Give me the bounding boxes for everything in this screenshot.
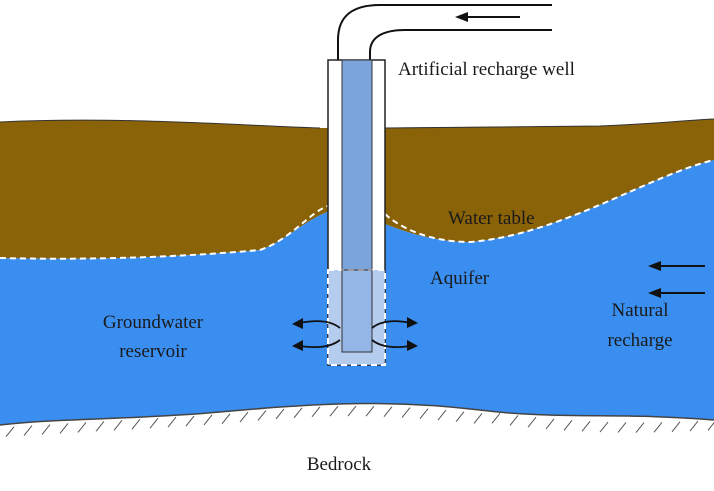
bedrock-hatch-mark xyxy=(347,405,357,417)
bedrock-hatch-mark xyxy=(5,426,15,437)
bedrock-hatch-mark xyxy=(293,407,303,419)
bedrock-hatch-mark xyxy=(563,419,573,431)
bedrock-hatch-mark xyxy=(545,418,555,430)
bedrock-hatch-mark xyxy=(491,413,501,424)
bedrock-hatch-mark xyxy=(221,413,231,425)
label-reservoir: reservoir xyxy=(119,341,187,362)
well-screen-inner xyxy=(341,269,373,353)
label-recharge: recharge xyxy=(607,330,672,351)
bedrock-hatch-mark xyxy=(617,422,627,433)
label-water-table: Water table xyxy=(448,208,535,229)
bedrock-hatch-mark xyxy=(113,419,123,431)
bedrock-hatch-mark xyxy=(707,421,714,431)
label-groundwater: Groundwater xyxy=(103,312,204,333)
bedrock-hatch-mark xyxy=(401,407,411,418)
well-outflow-arrows xyxy=(299,320,411,348)
ground-surface-line xyxy=(0,118,714,129)
bedrock-hatch-mark xyxy=(509,415,519,426)
bedrock-hatch-mark xyxy=(167,416,177,428)
bedrock-hatch-mark xyxy=(635,422,645,433)
bedrock-hatch-mark xyxy=(203,414,213,426)
bedrock-hatch-mark xyxy=(95,421,105,432)
bedrock-hatch-mark xyxy=(527,416,537,428)
bedrock-hatch-mark xyxy=(419,408,429,420)
bedrock-hatch-mark xyxy=(185,415,195,427)
bedrock-hatch-mark xyxy=(653,421,663,433)
label-natural: Natural xyxy=(612,300,669,321)
bedrock-hatch-mark xyxy=(329,405,339,417)
inlet-pipe-outer xyxy=(337,4,552,62)
label-artificial-recharge-well: Artificial recharge well xyxy=(398,59,575,80)
bedrock-hatch-mark xyxy=(437,409,447,421)
bedrock-hatch-mark xyxy=(365,405,375,417)
label-aquifer: Aquifer xyxy=(430,268,490,289)
inlet-pipe-inner xyxy=(369,29,552,62)
bedrock-hatch-mark xyxy=(581,421,591,432)
bedrock-hatch-mark xyxy=(275,408,285,420)
bedrock-hatch-mark xyxy=(473,413,483,424)
bedrock-hatch-mark xyxy=(77,422,87,433)
bedrock-hatch-mark xyxy=(131,418,141,430)
label-bedrock: Bedrock xyxy=(307,454,372,475)
bedrock-hatch-mark xyxy=(41,424,51,435)
well-screen-zone xyxy=(327,269,386,366)
bedrock-hatch-mark xyxy=(455,411,465,423)
water-table-line xyxy=(0,159,714,260)
bedrock-hatch-mark xyxy=(257,410,267,421)
bedrock-hatch-mark xyxy=(689,420,699,432)
bedrock-hatch-mark xyxy=(149,417,159,429)
bedrock-hatch-mark xyxy=(23,425,33,436)
inflow-arrow xyxy=(455,12,520,22)
bedrock-hatching xyxy=(5,405,714,437)
natural-recharge-arrows xyxy=(648,261,705,298)
bedrock-hatch-mark xyxy=(599,421,609,433)
bedrock-hatch-mark xyxy=(239,411,249,423)
bedrock-hatch-mark xyxy=(383,406,393,417)
bedrock-surface-line xyxy=(0,402,714,426)
well-outflow-arrowheads xyxy=(292,317,418,351)
bedrock-hatch-mark xyxy=(671,421,681,433)
bedrock-hatch-mark xyxy=(59,423,69,434)
bedrock-hatch-mark xyxy=(311,406,321,418)
